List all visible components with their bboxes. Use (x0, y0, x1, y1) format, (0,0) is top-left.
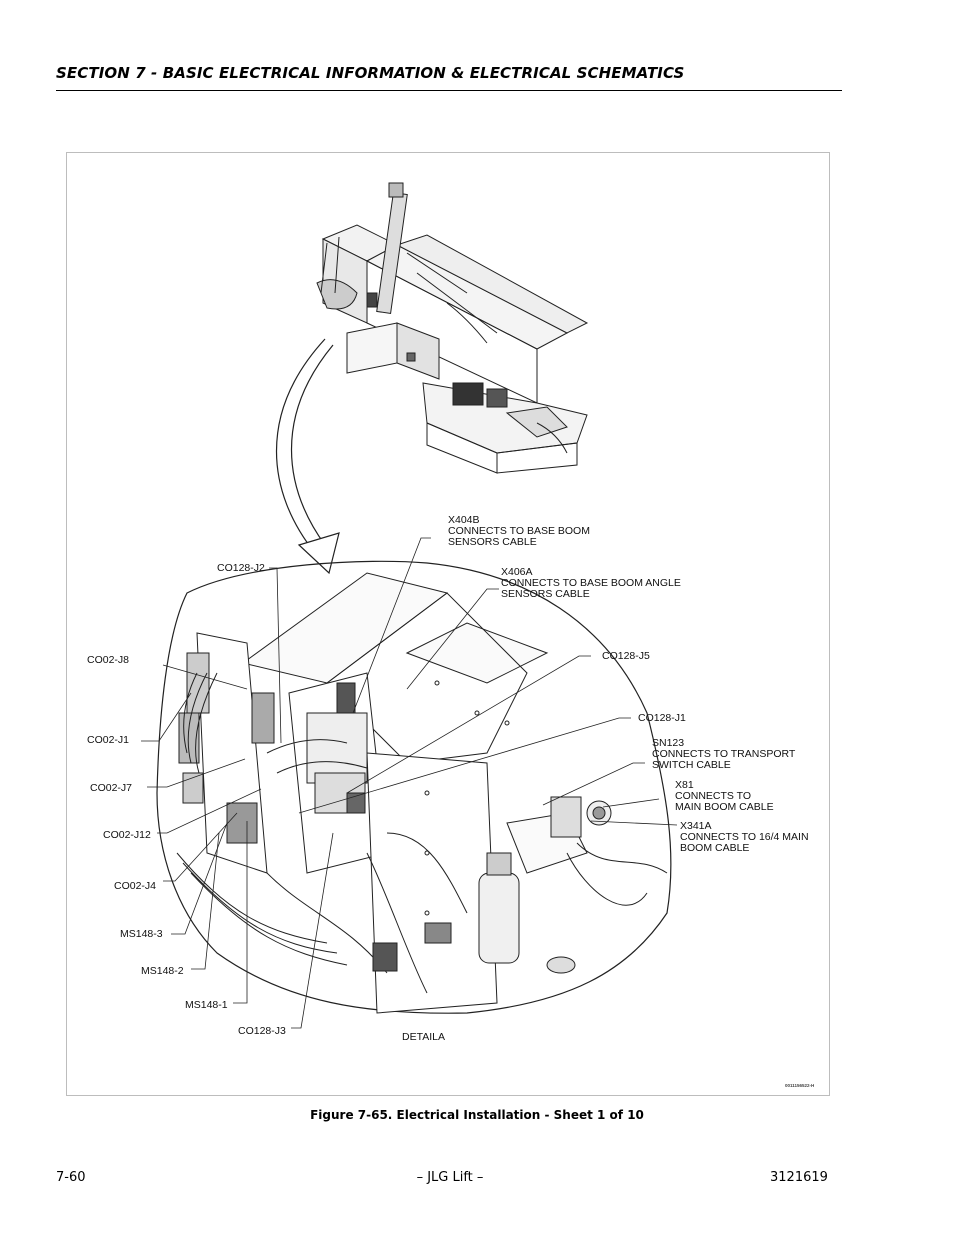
callout-ms148-1: MS148-1 (185, 999, 228, 1011)
callout-ms148-2: MS148-2 (141, 965, 184, 977)
section-header-title: SECTION 7 - BASIC ELECTRICAL INFORMATION… (56, 64, 685, 82)
overview-turntable-drawing (316, 182, 589, 474)
figure-frame: X404B CONNECTS TO BASE BOOM SENSORS CABL… (66, 152, 830, 1096)
callout-co02-j1: CO02-J1 (87, 734, 130, 746)
callout-x404b-line2: CONNECTS TO BASE BOOM (448, 525, 590, 537)
figure-caption: Figure 7-65. Electrical Installation - S… (310, 1108, 644, 1122)
footer-doc-number: 3121619 (770, 1170, 828, 1185)
callout-co02-j12: CO02-J12 (103, 829, 151, 841)
header-rule (56, 90, 842, 91)
callout-x406a: X406A CONNECTS TO BASE BOOM ANGLE SENSOR… (501, 567, 681, 600)
detail-arrow (276, 338, 340, 575)
callout-co128-j2: CO128-J2 (217, 562, 265, 574)
callout-x404b: X404B CONNECTS TO BASE BOOM SENSORS CABL… (448, 515, 590, 548)
callout-x341a-line3: BOOM CABLE (680, 842, 750, 854)
callout-x341a-line2: CONNECTS TO 16/4 MAIN (680, 831, 809, 843)
art-reference-number: 0011156522-H (785, 1083, 815, 1088)
callout-co128-j1: CO128-J1 (638, 712, 686, 724)
callout-x406a-line3: SENSORS CABLE (501, 588, 590, 600)
callout-ms148-3: MS148-3 (120, 928, 163, 940)
callout-co02-j7: CO02-J7 (90, 782, 133, 794)
callout-x404b-line3: SENSORS CABLE (448, 536, 537, 548)
callout-x406a-line2: CONNECTS TO BASE BOOM ANGLE (501, 577, 681, 589)
callout-sn123-line3: SWITCH CABLE (652, 759, 731, 771)
detail-a-label: DETAILA (402, 1031, 445, 1043)
callout-x81-line1: X81 (675, 779, 694, 791)
callout-x81: X81 CONNECTS TO MAIN BOOM CABLE (675, 780, 774, 813)
callout-sn123-line1: SN123 (652, 737, 685, 749)
callout-sn123: SN123 CONNECTS TO TRANSPORT SWITCH CABLE (652, 738, 795, 771)
callout-co02-j8: CO02-J8 (87, 654, 130, 666)
callout-sn123-line2: CONNECTS TO TRANSPORT (652, 748, 796, 760)
figure-artwork (141, 182, 678, 1029)
callout-x81-line2: CONNECTS TO (675, 790, 752, 802)
callout-co128-j3: CO128-J3 (238, 1025, 286, 1037)
footer-center: – JLG Lift – (416, 1170, 484, 1185)
callout-x406a-line1: X406A (501, 566, 533, 578)
callout-x341a: X341A CONNECTS TO 16/4 MAIN BOOM CABLE (680, 821, 809, 854)
callout-x404b-line1: X404B (448, 514, 480, 526)
footer-page-number: 7-60 (56, 1170, 86, 1185)
leader-lines (141, 537, 678, 1029)
callout-co128-j5: CO128-J5 (602, 650, 650, 662)
detail-a-drawing (156, 560, 672, 1014)
callout-x341a-line1: X341A (680, 820, 712, 832)
callout-co02-j4: CO02-J4 (114, 880, 157, 892)
callout-x81-line3: MAIN BOOM CABLE (675, 801, 774, 813)
